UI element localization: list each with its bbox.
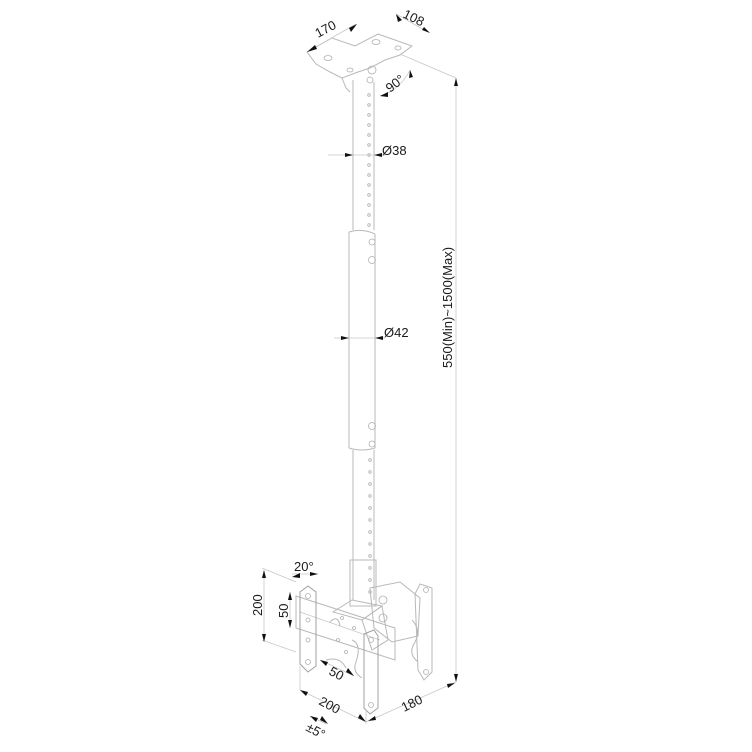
dim-50-vert-label: 50 xyxy=(276,604,291,618)
dim-38-label: Ø38 xyxy=(382,143,407,158)
dim-20deg: 20° xyxy=(292,559,318,578)
dim-swivel: ±5° xyxy=(304,715,328,742)
dim-170-label: 170 xyxy=(312,17,338,40)
height-range-label: 550(Min)~1500(Max) xyxy=(440,247,455,368)
dim-50-horizontal: 50 xyxy=(319,659,355,683)
dim-108-label: 108 xyxy=(401,6,427,29)
dim-170: 170 xyxy=(306,17,357,53)
dim-180-label: 180 xyxy=(399,692,425,715)
pole-holes-upper xyxy=(367,93,371,227)
dim-200-horiz-label: 200 xyxy=(317,693,343,716)
dim-50-vertical: 50 xyxy=(276,592,292,628)
dim-height-range: 550(Min)~1500(Max) xyxy=(399,53,458,682)
dim-90-label: 90° xyxy=(383,71,408,95)
dim-diameter-42: Ø42 xyxy=(334,325,409,340)
dim-20-label: 20° xyxy=(294,559,314,574)
dim-200-vertical: 200 xyxy=(250,567,297,653)
vesa-bracket xyxy=(295,559,433,715)
dim-200-vert-label: 200 xyxy=(250,594,265,616)
pole-holes-lower xyxy=(368,458,372,594)
dim-diameter-38: Ø38 xyxy=(328,143,407,158)
ceiling-plate xyxy=(306,33,414,93)
dim-42-label: Ø42 xyxy=(384,325,409,340)
dim-108: 108 xyxy=(395,6,430,33)
dim-90deg: 90° xyxy=(379,69,413,97)
pole xyxy=(348,80,376,600)
dim-180: 180 xyxy=(365,681,457,724)
dim-50-horiz-label: 50 xyxy=(327,663,347,683)
